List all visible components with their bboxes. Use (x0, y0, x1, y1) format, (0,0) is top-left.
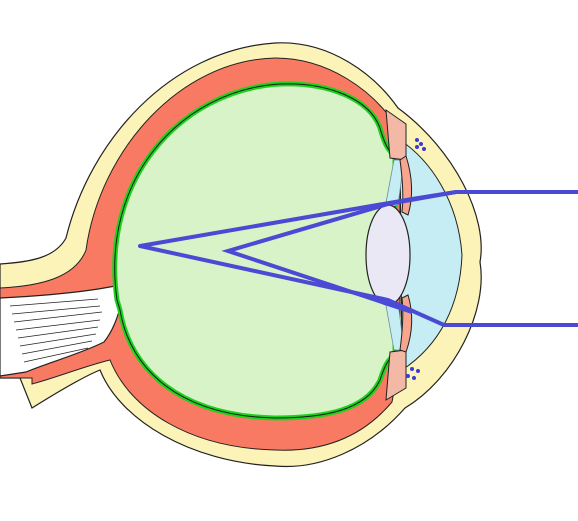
lens (365, 204, 411, 306)
optic-nerve (0, 285, 123, 377)
schlemm-canal-lower (406, 367, 420, 380)
optic-nerve-fibers (9, 298, 103, 363)
schlemm-canal-upper (415, 138, 426, 151)
focal-point (138, 244, 142, 248)
incoming-ray-lower (221, 190, 457, 314)
